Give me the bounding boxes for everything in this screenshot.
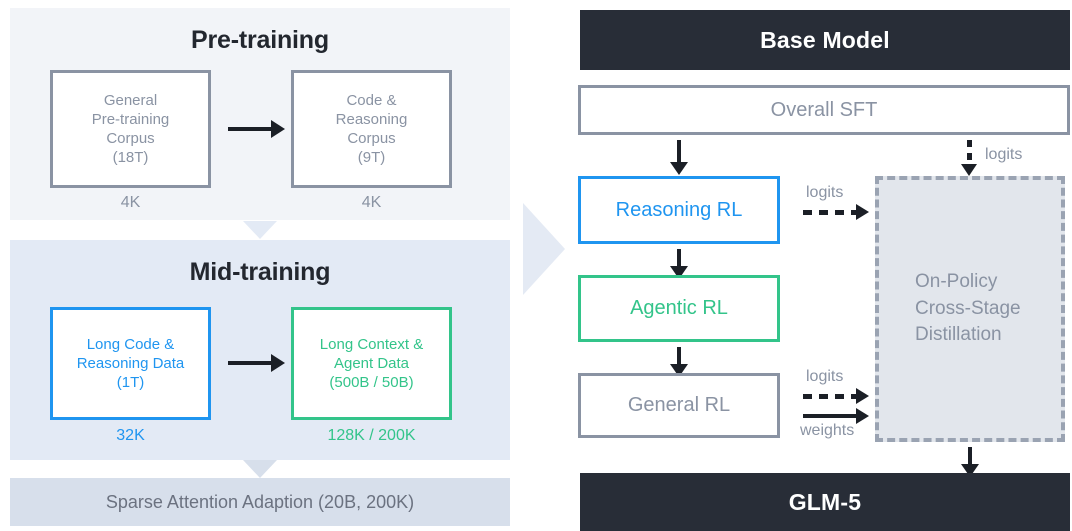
corpus-line: General	[103, 91, 158, 109]
base-model-bar: Base Model	[580, 10, 1070, 70]
corpus-line: Long Context &	[319, 335, 424, 353]
distillation-line: On-Policy	[915, 270, 998, 292]
top-logits-label: logits	[985, 146, 1023, 163]
output-model-bar: GLM-5	[580, 473, 1070, 531]
corpus-caption-long-code-reasoning: 32K	[116, 427, 145, 444]
corpus-line: (18T)	[112, 149, 149, 167]
corpus-line: Code &	[346, 91, 397, 109]
distillation-box: On-Policy Cross-Stage Distillation	[875, 176, 1065, 442]
midtraining-to-sparse-arrow-icon	[243, 460, 277, 478]
corpus-line: Agent Data	[333, 354, 410, 372]
agentic-to-general-arrow-icon	[670, 347, 688, 377]
corpus-box-long-code-reasoning: Long Code & Reasoning Data (1T)	[50, 307, 211, 420]
general-weights-arrow-icon	[803, 408, 869, 424]
corpus-line: Corpus	[347, 130, 396, 147]
corpus-line: Reasoning Data	[76, 354, 185, 372]
general-logits-arrow-icon	[803, 388, 869, 404]
reasoning-logits-arrow-icon	[803, 204, 869, 220]
pretraining-to-midtraining-arrow-icon	[243, 221, 277, 239]
overall-sft-box: Overall SFT	[578, 85, 1070, 135]
base-model-label: Base Model	[760, 26, 890, 53]
reasoning-logits-label: logits	[806, 184, 844, 201]
corpus-line: (500B / 50B)	[329, 374, 414, 392]
corpus-box-general-pretraining: General Pre-training Corpus (18T)	[50, 70, 211, 188]
pretraining-title: Pre-training	[191, 26, 329, 54]
general-rl-label: General RL	[627, 394, 731, 416]
distillation-line: Cross-Stage	[915, 297, 1021, 319]
corpus-box-code-reasoning: Code & Reasoning Corpus (9T)	[291, 70, 452, 188]
reasoning-rl-label: Reasoning RL	[615, 198, 743, 221]
midtraining-title: Mid-training	[189, 258, 331, 286]
overall-sft-label: Overall SFT	[770, 98, 878, 121]
corpus-caption-long-context-agent: 128K / 200K	[327, 427, 416, 444]
left-to-right-stage-arrow-icon	[523, 203, 565, 295]
corpus-line: Pre-training	[91, 110, 170, 128]
reasoning-rl-box: Reasoning RL	[578, 176, 780, 244]
sparse-attention-panel: Sparse Attention Adaption (20B, 200K)	[10, 478, 510, 526]
corpus-line: (9T)	[357, 149, 386, 167]
general-weights-label: weights	[800, 422, 855, 439]
general-rl-box: General RL	[578, 373, 780, 438]
corpus-caption-code-reasoning: 4K	[361, 194, 382, 211]
distillation-line: Distillation	[915, 324, 1002, 346]
output-model-label: GLM-5	[788, 488, 862, 515]
top-logits-arrow-icon	[961, 140, 977, 176]
sft-to-reasoning-arrow-icon	[670, 140, 688, 175]
midtraining-flow-arrow-icon	[228, 354, 285, 372]
corpus-caption-general-pretraining: 4K	[120, 194, 141, 211]
pretraining-flow-arrow-icon	[228, 120, 285, 138]
general-logits-label: logits	[806, 368, 844, 385]
reasoning-to-agentic-arrow-icon	[670, 249, 688, 279]
sparse-attention-label: Sparse Attention Adaption (20B, 200K)	[105, 491, 415, 512]
corpus-box-long-context-agent: Long Context & Agent Data (500B / 50B)	[291, 307, 452, 420]
corpus-line: Reasoning	[335, 110, 408, 128]
corpus-line: Long Code &	[86, 335, 175, 353]
agentic-rl-label: Agentic RL	[630, 297, 728, 319]
corpus-line: (1T)	[116, 374, 145, 392]
distillation-to-output-arrow-icon	[961, 447, 979, 477]
agentic-rl-box: Agentic RL	[578, 275, 780, 342]
corpus-line: Corpus	[106, 130, 155, 147]
